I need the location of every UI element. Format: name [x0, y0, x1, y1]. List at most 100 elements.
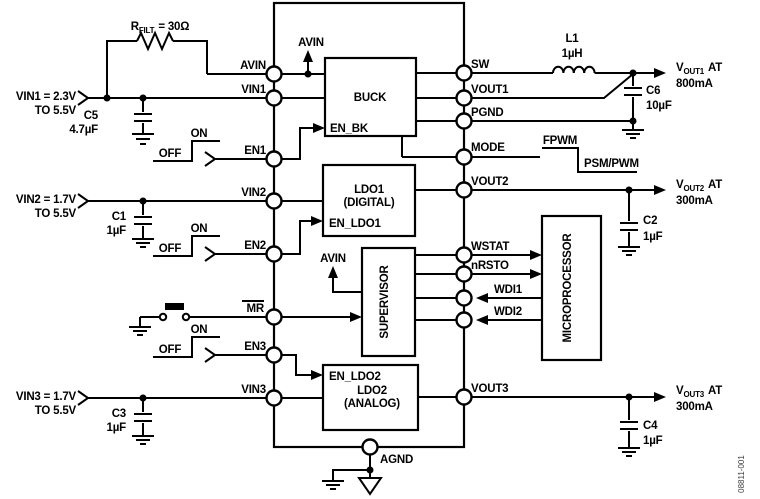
- junction-dot: [139, 94, 147, 102]
- c2-ref-label: C2: [643, 215, 657, 227]
- pin-agnd: [361, 438, 379, 456]
- vin2-source-label-line2: TO 5.5V: [35, 208, 77, 220]
- c5-ref-label: C5: [84, 110, 99, 122]
- pin-en2: [265, 245, 283, 263]
- en2-switch-symbol: [153, 235, 220, 257]
- rfilt-wire-right: [173, 40, 208, 74]
- pin-label-avin: AVIN: [240, 60, 266, 72]
- junction-dot: [139, 394, 147, 402]
- mr-supervisor-arrow-icon: [350, 312, 362, 322]
- c6-value-label: 10µF: [646, 100, 672, 112]
- avin-up-arrow-icon: [303, 50, 313, 62]
- junction-dot: [625, 186, 633, 194]
- agnd-ground-icon: [322, 480, 344, 490]
- pin-label-wdi1: WDI1: [494, 284, 523, 296]
- pushbutton-cap-icon: [165, 303, 184, 310]
- supervisor-avin-up-arrow-icon: [328, 266, 338, 278]
- agnd-triangle-ground-icon: [357, 477, 383, 496]
- pin-en3: [265, 346, 283, 364]
- c3-capacitor-symbol: [134, 398, 152, 436]
- rfilt-wire-left: [106, 40, 137, 98]
- pin-vout2: [455, 181, 473, 199]
- pin-mode: [455, 148, 473, 166]
- c2-capacitor-symbol: [620, 190, 638, 247]
- en1-wire: [215, 127, 315, 160]
- pin-label-mr: MR: [247, 303, 265, 315]
- en-bk-arrow-icon: [313, 123, 325, 133]
- vout2-current-label: 300mA: [676, 195, 713, 207]
- pin-label-en1: EN1: [244, 145, 267, 157]
- ldo1-title: LDO1: [354, 184, 385, 196]
- nrsto-arrow-icon: [530, 269, 542, 279]
- pin-wstat: [455, 246, 473, 264]
- en3-off-label: OFF: [159, 344, 182, 356]
- ldo2-subtitle: (ANALOG): [344, 398, 400, 410]
- vin2-source-chevron-icon: [77, 193, 90, 209]
- c2-ground-icon: [618, 246, 640, 256]
- c6-capacitor-symbol: [624, 73, 642, 121]
- pin-label-vout3: VOUT3: [471, 383, 508, 395]
- supervisor-avin-wire: [332, 278, 362, 293]
- vin3-source-chevron-icon: [77, 390, 90, 406]
- vin1-source-label-line1: VIN1 = 2.3V: [16, 91, 77, 103]
- vout2-arrow-icon: [654, 185, 666, 195]
- en-ldo2-arrow-icon: [311, 370, 323, 380]
- c3-value-label: 1µF: [107, 422, 127, 434]
- pin-label-pgnd: PGND: [471, 107, 503, 119]
- wdi2-arrow-icon: [476, 315, 488, 325]
- en2-on-label: ON: [191, 223, 208, 235]
- pushbutton-terminal: [158, 312, 168, 322]
- buck-block: [323, 56, 418, 138]
- pin-sw: [455, 64, 473, 82]
- en-ldo1-label: EN_LDO1: [329, 218, 381, 230]
- mr-ground-icon: [129, 317, 151, 336]
- microprocessor-block: [540, 214, 603, 362]
- figure-code: 08811-001: [737, 455, 746, 493]
- pin-nrsto: [455, 265, 473, 283]
- supervisor-title: SUPERVISOR: [379, 265, 391, 339]
- vout1-feedback-wire: [416, 73, 634, 99]
- rfilt-label: RFILT= 30Ω: [131, 21, 190, 35]
- junction-dot: [139, 197, 147, 205]
- pin-mr: [265, 308, 283, 326]
- ldo1-subtitle: (DIGITAL): [343, 197, 394, 209]
- vout3-arrow-icon: [654, 392, 666, 402]
- rfilt-resistor-symbol: [136, 30, 174, 52]
- junction-dot: [625, 393, 633, 401]
- c5-value-label: 4.7µF: [69, 124, 98, 136]
- pin-wdi2: [455, 311, 473, 329]
- c4-value-label: 1µF: [643, 435, 663, 447]
- junction-dot: [629, 117, 637, 125]
- pin-label-sw: SW: [471, 59, 489, 71]
- c4-ground-icon: [618, 447, 640, 457]
- pin-label-vout1: VOUT1: [471, 84, 509, 96]
- supervisor-block: [360, 246, 417, 358]
- junction-dot: [304, 70, 312, 78]
- pin-label-wstat: WSTAT: [471, 241, 509, 253]
- pin-vout3: [455, 388, 473, 406]
- en-ldo1-arrow-icon: [311, 216, 323, 226]
- vin1-source-label-line2: TO 5.5V: [35, 105, 77, 117]
- vout3-current-label: 300mA: [676, 401, 713, 413]
- mode-signal-waveform: [542, 147, 637, 173]
- en1-off-label: OFF: [159, 148, 182, 160]
- en1-switch-symbol: [153, 140, 220, 162]
- pin-vin3: [265, 389, 283, 407]
- en2-wire: [215, 220, 313, 255]
- pin-wdi1: [455, 289, 473, 307]
- en1-on-label: ON: [191, 128, 208, 140]
- c5-ground-icon: [132, 133, 154, 145]
- c1-capacitor-symbol: [134, 201, 152, 239]
- pin-avin: [265, 65, 283, 83]
- microprocessor-title: MICROPROCESSOR: [562, 233, 574, 343]
- pin-vin1: [265, 89, 283, 107]
- c2-value-label: 1µF: [643, 231, 663, 243]
- en3-on-label: ON: [191, 324, 208, 336]
- pin-label-vout2: VOUT2: [471, 176, 508, 188]
- vin2-source-label-line1: VIN2 = 1.7V: [16, 194, 77, 206]
- ldo1-block: [321, 163, 417, 238]
- pin-label-nrsto: nRSTO: [471, 260, 509, 272]
